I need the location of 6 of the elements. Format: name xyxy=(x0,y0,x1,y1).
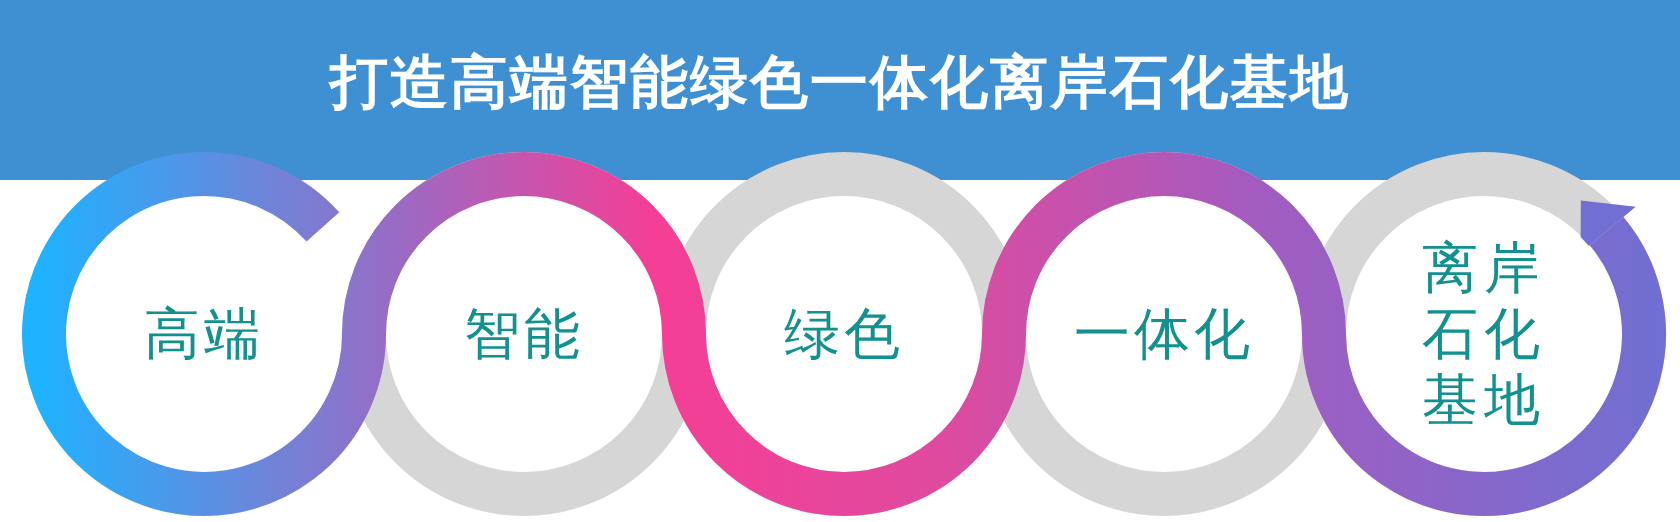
node-label: 一体化 xyxy=(1074,301,1254,367)
node-label: 智能 xyxy=(464,301,584,367)
node-label: 高端 xyxy=(144,301,264,367)
node-label: 绿色 xyxy=(784,301,904,367)
node-label: 离岸石化基地 xyxy=(1421,235,1547,433)
title: 打造高端智能绿色一体化离岸石化基地 xyxy=(327,47,1351,118)
